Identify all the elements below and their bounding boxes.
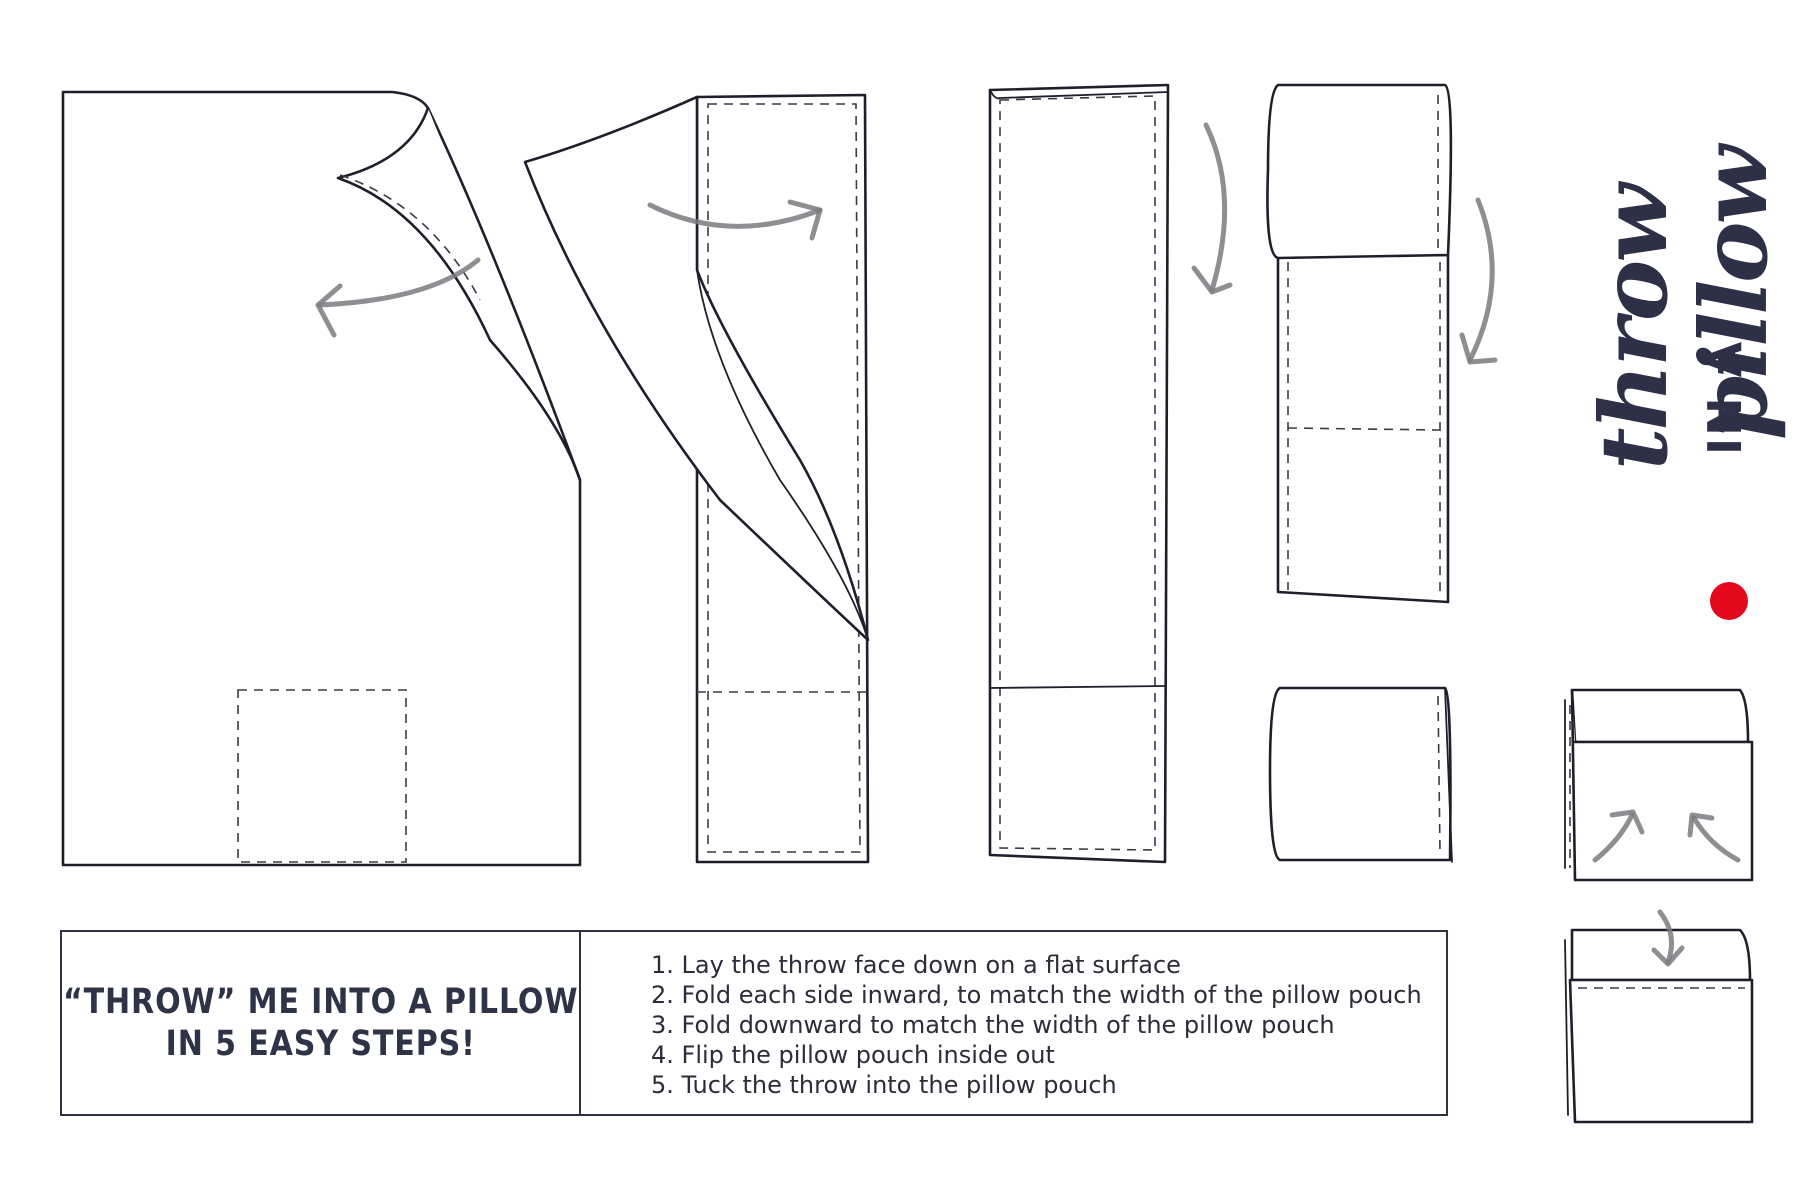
heading-line-1: “THROW” ME INTO A PILLOW — [62, 982, 579, 1022]
step4-pouch — [1268, 686, 1453, 863]
step2-side-fold — [523, 93, 870, 864]
step-item: 4. Flip the pillow pouch inside out — [651, 1041, 1055, 1069]
curved-arrow-icon — [317, 257, 481, 308]
step3-strip — [988, 83, 1233, 864]
steps-list: 1. Lay the throw face down on a flat sur… — [651, 950, 1422, 1100]
step-item: 1. Lay the throw face down on a flat sur… — [651, 951, 1181, 979]
step-item: 3. Fold downward to match the width of t… — [651, 1011, 1335, 1039]
step5-complete — [1564, 909, 1754, 1124]
instructions-panel: “THROW” ME INTO A PILLOW IN 5 EASY STEPS… — [60, 930, 1448, 1116]
step1-flat-throw — [61, 90, 582, 867]
curved-arrow-icon — [647, 202, 823, 229]
brand-caps-text: IN A — [1698, 339, 1752, 455]
step-item: 2. Fold each side inward, to match the w… — [651, 981, 1422, 1009]
curved-arrow-icon — [1203, 122, 1228, 293]
straight-arrow-icon — [1592, 812, 1635, 863]
curved-arrow-icon — [1657, 909, 1675, 965]
step4-fold-down — [1266, 83, 1498, 604]
instructions-heading-box: “THROW” ME INTO A PILLOW IN 5 EASY STEPS… — [62, 932, 581, 1114]
curved-arrow-icon — [1467, 197, 1495, 363]
straight-arrow-icon — [1691, 815, 1741, 863]
instructions-heading: “THROW” ME INTO A PILLOW IN 5 EASY STEPS… — [63, 981, 578, 1065]
step-item: 5. Tuck the throw into the pillow pouch — [651, 1071, 1117, 1099]
brand-word-throw: throw — [1580, 186, 1688, 470]
brand-dot — [1710, 582, 1748, 620]
heading-line-2: IN 5 EASY STEPS! — [165, 1024, 476, 1064]
step5-tuck — [1564, 688, 1754, 882]
